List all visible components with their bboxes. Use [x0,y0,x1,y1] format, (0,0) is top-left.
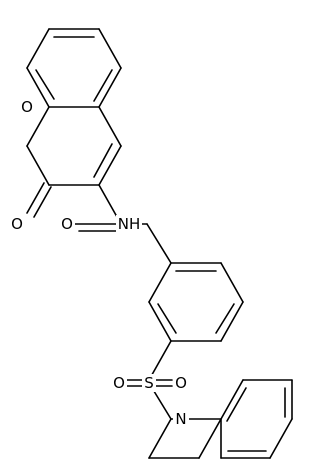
bonds [26,28,293,459]
atom-label: NH [118,215,141,233]
atom-label-background [173,374,189,392]
atom-amide-N: NH [116,215,142,233]
bond [26,67,50,108]
atom-label-background [19,98,35,116]
bond [226,387,247,422]
bond [26,28,50,69]
bond [148,340,172,381]
bond [98,145,122,186]
atom-sulfonyl-O-left: O [111,374,127,392]
bond [33,186,52,218]
atom-carbonyl-O-lactone: O [9,215,25,233]
bond [148,301,172,342]
atom-label: O [21,98,33,116]
bond [26,182,45,214]
bond [93,143,113,178]
atom-label: S [144,374,154,392]
bond [198,418,222,459]
bond [220,262,244,303]
bond [35,69,55,100]
atom-label: O [61,215,73,233]
bond [98,67,122,108]
bond [157,303,177,334]
bond [26,145,50,186]
bond [215,303,235,334]
atom-label: N [175,410,186,428]
atom-label-background [59,215,75,233]
atom-ring-O: O [19,98,35,116]
bond [98,106,122,147]
atom-label-background [111,374,127,392]
atom-indoline-N: N [173,410,189,428]
bond [148,262,172,303]
bond [93,69,113,102]
atom-label: O [175,374,187,392]
bond [148,418,172,459]
bond [220,301,244,342]
atom-label-background [116,215,142,233]
bond [98,28,122,69]
atom-sulfonyl-S: S [142,374,156,392]
bond [26,106,50,147]
atom-label: O [113,374,125,392]
bond [146,223,172,264]
atom-label-background [142,374,156,392]
atom-carbonyl-O-amide: O [59,215,75,233]
atom-sulfonyl-O-right: O [173,374,189,392]
atom-label-background [173,410,189,428]
atom-label-background [9,215,25,233]
bond [269,418,293,459]
bond [220,379,244,420]
atom-label: O [11,215,23,233]
